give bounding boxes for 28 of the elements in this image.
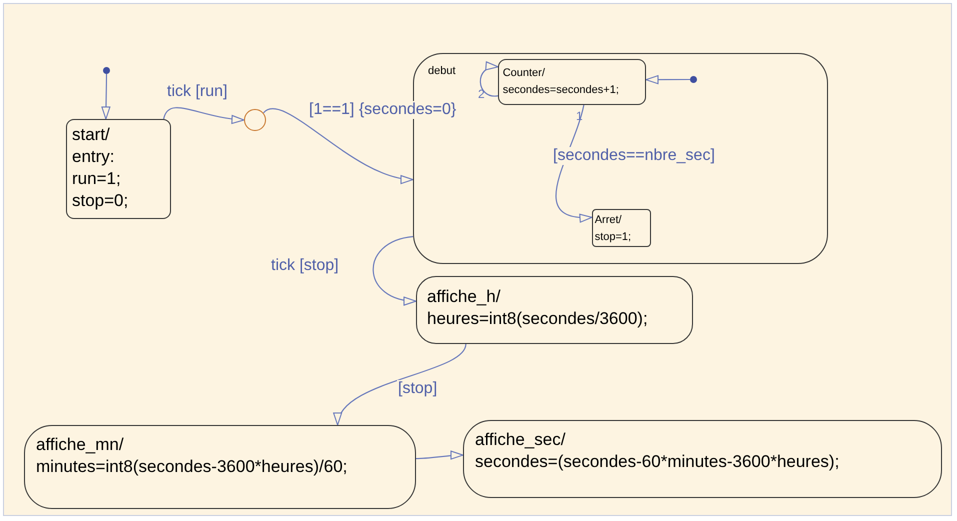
edge-label: tick [stop]: [270, 257, 340, 275]
execution-order-number: 2: [478, 88, 485, 100]
state-label: Counter/ secondes=secondes+1;: [502, 66, 619, 98]
state-label: affiche_mn/ minutes=int8(secondes-3600*heures)/60;: [36, 434, 348, 478]
state-label: debut: [428, 64, 456, 78]
state-label: affiche_h/ heures=int8(secondes/3600);: [427, 286, 648, 330]
transition-arrow: [646, 75, 690, 84]
transition-arrow: [480, 62, 498, 97]
state-box: [416, 276, 693, 344]
transition-arrow: [101, 74, 110, 120]
state-box: [592, 208, 651, 247]
state-box: [24, 425, 416, 509]
transition-arrow: [556, 104, 592, 222]
edge-label: tick [run]: [166, 83, 228, 101]
junction-circle: [244, 109, 266, 131]
state-label: start/ entry: run=1; stop=0;: [72, 124, 128, 212]
transition-arrow: [163, 107, 244, 124]
state-box: [498, 58, 646, 105]
transition-arrow: [263, 108, 414, 183]
state-box: [66, 119, 171, 219]
state-box: [463, 420, 942, 498]
transition-arrow: [372, 236, 416, 305]
state-label: affiche_sec/ secondes=(secondes-60*minutes-3600*heures);: [475, 429, 840, 473]
state-label: Arret/ stop=1;: [594, 212, 632, 245]
edge-label: [secondes==nbre_sec]: [552, 147, 716, 165]
edge-label: [1==1] {secondes=0}: [308, 101, 458, 119]
transition-arrow: [416, 450, 464, 460]
edge-label: [stop]: [397, 380, 438, 398]
